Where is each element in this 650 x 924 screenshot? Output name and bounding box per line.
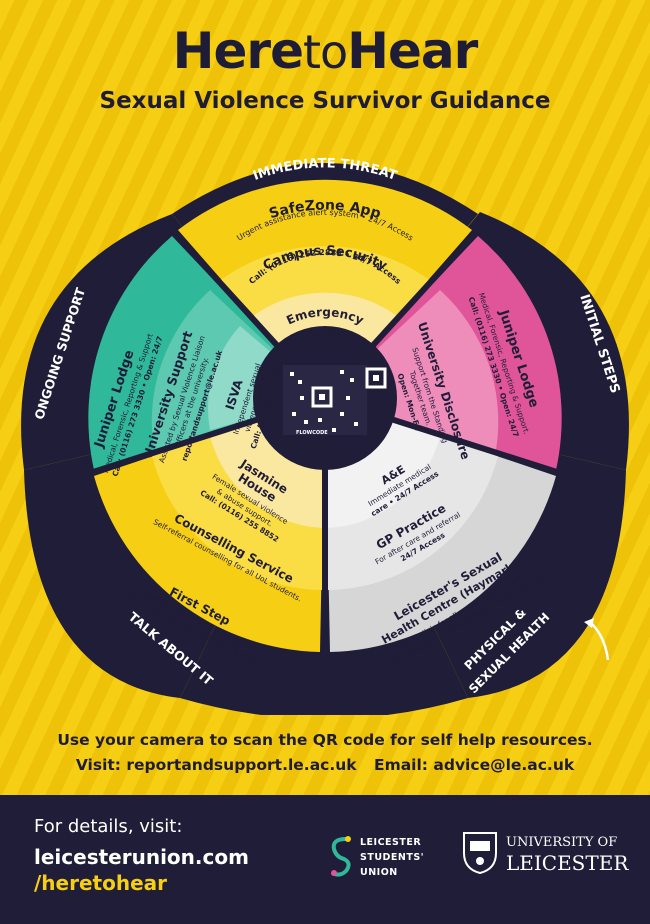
visit-link[interactable]: Visit: reportandsupport.le.ac.uk (75, 756, 357, 774)
university-crest-icon (463, 832, 497, 875)
footer: For details, visit: leicesterunion.com /… (0, 795, 650, 924)
arrow-head-icon (584, 618, 594, 628)
email-link[interactable]: Email: advice@le.ac.uk (373, 756, 575, 774)
leicester-text: LEICESTER (506, 851, 629, 875)
students-union-s-icon (331, 836, 351, 877)
university-logo: UNIVERSITY OF LEICESTER (462, 831, 632, 881)
footer-details: For details, visit: (34, 816, 183, 837)
students-union-logo: LEICESTER STUDENTS' UNION (328, 833, 448, 883)
footer-url-path[interactable]: /heretohear (34, 871, 167, 895)
university-of-text: UNIVERSITY OF (506, 835, 618, 850)
qr-caption: FLOWCODE (296, 430, 328, 436)
contact-line: Visit: reportandsupport.le.ac.uk Email: … (0, 756, 650, 774)
guidance-wheel: FLOWCODE IMMEDIATE THREAT INITIAL STEPS … (21, 156, 629, 715)
page-subtitle: Sexual Violence Survivor Guidance (99, 88, 551, 114)
footer-url[interactable]: leicesterunion.com (34, 845, 249, 869)
students-union-text: LEICESTER STUDENTS' UNION (360, 837, 425, 878)
curved-arrow-icon (589, 621, 610, 661)
qr-code-icon[interactable] (283, 365, 387, 435)
page-title: HeretoHear (172, 22, 479, 80)
scan-instruction: Use your camera to scan the QR code for … (57, 731, 593, 749)
